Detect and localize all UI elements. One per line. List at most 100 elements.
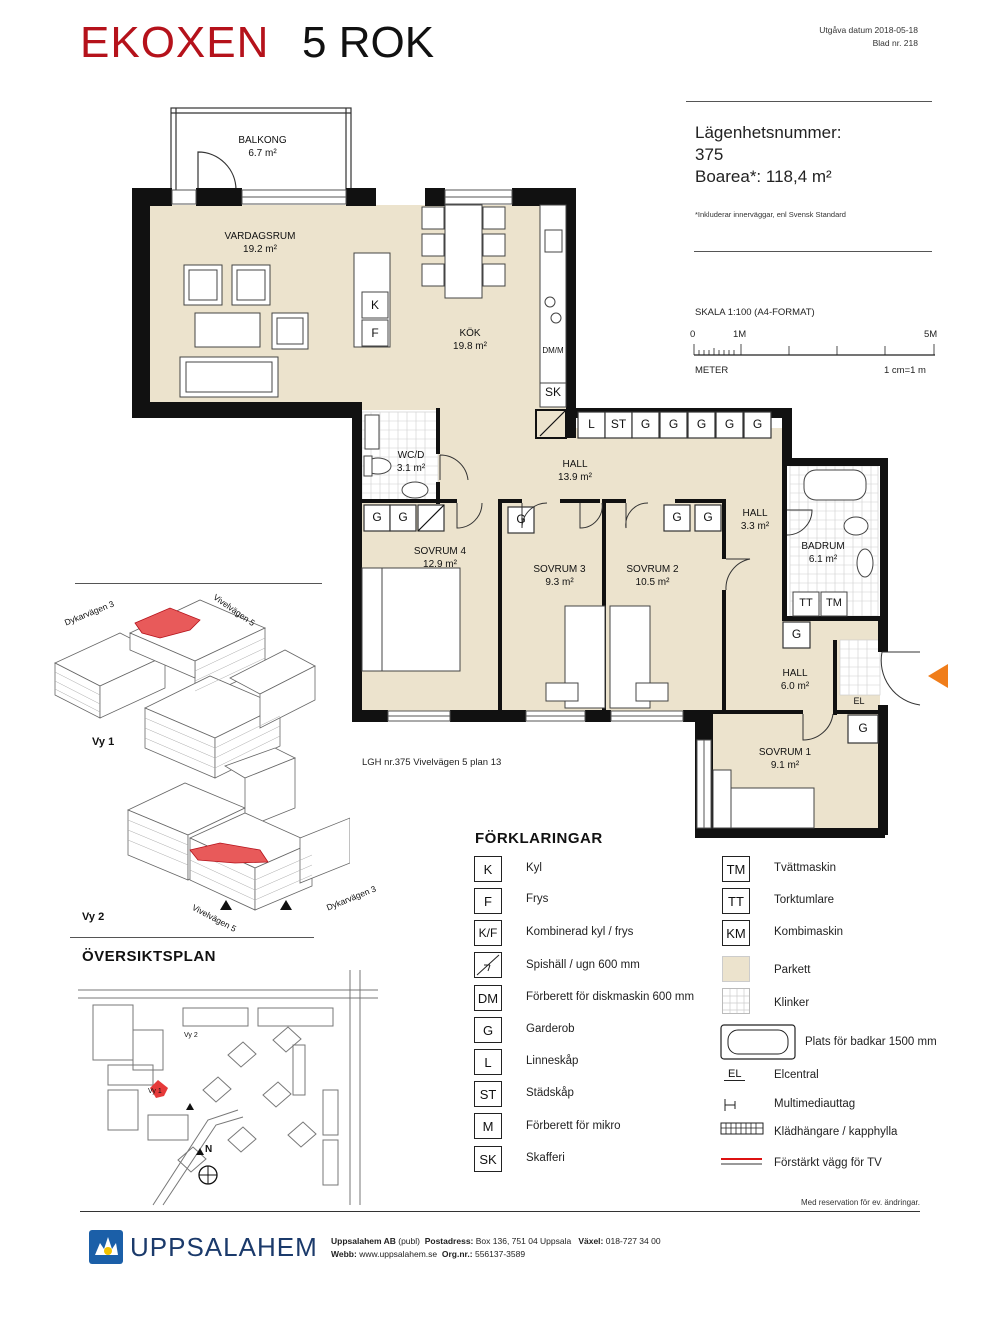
fixture-g: G	[752, 417, 763, 431]
scale-ratio: 1 cm=1 m	[884, 365, 926, 376]
legend-label: Garderob	[526, 1023, 575, 1035]
apt-area: Boarea*: 118,4 m²	[695, 167, 832, 186]
legend-label: Tvättmaskin	[774, 862, 836, 874]
legend-label: Klädhängare / kapphylla	[774, 1126, 898, 1138]
legend-code: ST	[474, 1081, 502, 1107]
legend-label: Kyl	[526, 862, 542, 874]
legend-label: Städskåp	[526, 1087, 574, 1099]
legend-code: K	[474, 856, 502, 882]
project-title: EKOXEN	[80, 18, 270, 67]
legend-label: Förstärkt vägg för TV	[774, 1157, 882, 1169]
fixture-g: G	[724, 417, 735, 431]
divider	[686, 101, 932, 102]
legend-label: Torktumlare	[774, 894, 835, 906]
legend-label: Kombinerad kyl / frys	[526, 926, 634, 938]
legend-code: G	[474, 1017, 502, 1043]
overview-map	[78, 970, 378, 1206]
fixture-dm: DM/M	[542, 346, 564, 355]
divider	[75, 583, 322, 584]
view-2-label: Vy 2	[82, 911, 105, 923]
legend-label: Förberett för mikro	[526, 1120, 621, 1132]
fixture-g: G	[516, 512, 526, 526]
fixture-el: EL	[853, 696, 865, 706]
scale-tick-5m: 5M	[924, 329, 938, 340]
reservation-note: Med reservation för ev. ändringar.	[800, 1198, 920, 1207]
legend-code: K/F	[474, 920, 502, 946]
scale-title: SKALA 1:100 (A4-FORMAT)	[695, 307, 815, 318]
scale-bar	[693, 344, 935, 356]
tv-wall-icon	[721, 1158, 762, 1165]
divider	[694, 251, 932, 252]
fixture-tm: TM	[826, 597, 842, 609]
overview-title: ÖVERSIKTSPLAN	[82, 948, 217, 965]
building-views	[54, 599, 350, 911]
fixture-g: G	[858, 721, 868, 735]
legend-label: Linneskåp	[526, 1055, 579, 1067]
fixture-g: G	[640, 417, 651, 431]
legend-code: DM	[474, 985, 502, 1011]
fixture-frys: F	[371, 326, 379, 340]
scale-unit: METER	[695, 365, 729, 376]
legend-label: Förberett för diskmaskin 600 mm	[526, 991, 695, 1003]
issue-date: Utgåva datum 2018-05-18	[819, 25, 918, 35]
legend-label: Elcentral	[774, 1069, 819, 1081]
divider	[70, 937, 314, 938]
fixture-sk: SK	[544, 385, 561, 399]
legend-title: FÖRKLARINGAR	[475, 830, 603, 847]
apartment-type: 5 ROK	[302, 18, 435, 67]
stove-icon	[474, 952, 502, 978]
legend-label: Multimediauttag	[774, 1098, 856, 1110]
fixture-g: G	[372, 510, 382, 524]
fixture-g: G	[398, 510, 408, 524]
legend-code: SK	[474, 1146, 502, 1172]
uppsalahem-logo-icon	[89, 1230, 123, 1264]
fixture-tt: TT	[799, 597, 813, 609]
bathtub-icon	[720, 1024, 796, 1060]
apt-number-label: Lägenhetsnummer:	[695, 123, 842, 142]
legend-code: L	[474, 1049, 502, 1075]
fixture-l: L	[588, 417, 595, 431]
legend-code: TT	[722, 888, 750, 914]
legend-label: Klinker	[774, 997, 810, 1009]
legend-label: Plats för badkar 1500 mm	[805, 1036, 937, 1048]
legend-code: EL	[724, 1068, 746, 1081]
map-view-label: Vy 1	[148, 1088, 162, 1095]
scale-tick-0: 0	[690, 329, 696, 340]
north-label: N	[205, 1144, 213, 1155]
entrance-marker	[928, 664, 948, 688]
fixture-st: ST	[610, 417, 627, 431]
brand-wordmark: UPPSALAHEM	[130, 1232, 318, 1262]
fixture-g: G	[672, 510, 682, 524]
fixture-g: G	[668, 417, 679, 431]
fixture-g: G	[703, 510, 713, 524]
legend-label: Frys	[526, 893, 549, 905]
floor-plan	[132, 107, 948, 838]
legend-label: Skafferi	[526, 1152, 565, 1164]
legend-code: TM	[722, 856, 750, 882]
sheet-number: Blad nr. 218	[872, 38, 918, 48]
legend-code: F	[474, 888, 502, 914]
legend-label: Parkett	[774, 964, 811, 976]
legend-code: M	[474, 1113, 502, 1139]
apartment-address-line: LGH nr.375 Vivelvägen 5 plan 13	[362, 757, 502, 768]
map-view-label: Vy 2	[184, 1032, 198, 1039]
hanger-icon	[720, 1122, 764, 1135]
fixture-g: G	[696, 417, 707, 431]
legend-label: Kombimaskin	[774, 926, 844, 938]
footer-divider	[80, 1211, 920, 1212]
footer-contact: Uppsalahem AB (publ) Postadress: Box 136…	[331, 1236, 661, 1259]
view-1-label: Vy 1	[92, 736, 115, 748]
